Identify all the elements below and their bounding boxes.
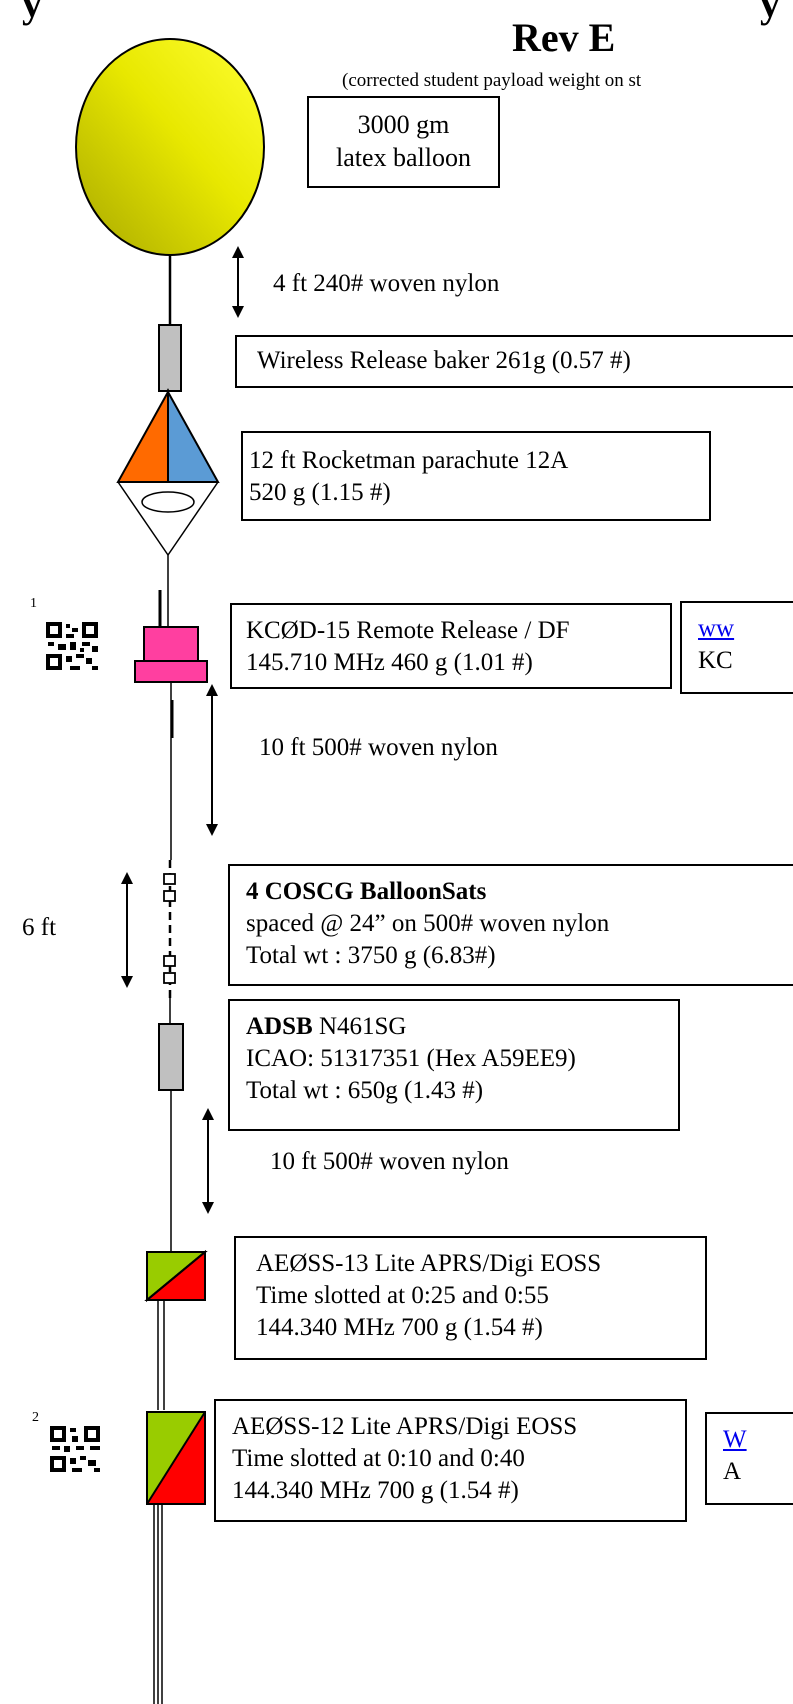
balloonsats-shape xyxy=(163,860,176,998)
balloonsats-line2: spaced @ 24” on 500# woven nylon xyxy=(246,910,610,937)
tether-arrow-3 xyxy=(202,1108,214,1214)
balloon-label-line1: 3000 gm xyxy=(357,110,450,139)
aeoss12-side-text: A xyxy=(723,1458,742,1485)
tether-label-2: 10 ft 500# woven nylon xyxy=(259,734,498,761)
parachute-shape xyxy=(116,388,220,556)
title-fragment-right: y xyxy=(760,0,780,26)
balloon-label-box: 3000 gm latex balloon xyxy=(307,96,500,188)
adsb-box: ADSB N461SG ICAO: 51317351 (Hex A59EE9) … xyxy=(228,999,680,1131)
balloonsats-line3: Total wt : 3750 g (6.83#) xyxy=(246,942,496,969)
aeoss12-shape xyxy=(146,1411,206,1505)
wireless-release-shape xyxy=(158,324,182,392)
wireless-release-box: Wireless Release baker 261g (0.57 #) xyxy=(235,335,793,388)
six-ft-label: 6 ft xyxy=(22,914,57,941)
aeoss12-line1: AEØSS-12 Lite APRS/Digi EOSS xyxy=(232,1413,578,1440)
tether-label-1: 4 ft 240# woven nylon xyxy=(273,270,500,297)
remote-release-box: KCØD-15 Remote Release / DF 145.710 MHz … xyxy=(230,603,672,689)
aeoss13-line3: 144.340 MHz 700 g (1.54 #) xyxy=(256,1314,543,1341)
aeoss13-shape xyxy=(144,1249,208,1303)
remote-release-link[interactable]: ww xyxy=(698,615,735,642)
aeoss13-box: AEØSS-13 Lite APRS/Digi EOSS Time slotte… xyxy=(234,1236,707,1360)
aeoss12-line2: Time slotted at 0:10 and 0:40 xyxy=(232,1445,525,1472)
revision-note: (corrected student payload weight on st xyxy=(342,70,642,91)
balloon-shape xyxy=(75,38,265,256)
aeoss12-side-box: W A xyxy=(705,1412,793,1505)
tether-label-3: 10 ft 500# woven nylon xyxy=(270,1148,509,1175)
remote-release-line1: KCØD-15 Remote Release / DF xyxy=(246,617,570,644)
revision-label: Rev E xyxy=(512,15,616,60)
adsb-line3: Total wt : 650g (1.43 #) xyxy=(246,1077,484,1104)
parachute-line1: 12 ft Rocketman parachute 12A xyxy=(249,447,569,474)
aeoss12-box: AEØSS-12 Lite APRS/Digi EOSS Time slotte… xyxy=(214,1399,687,1522)
remote-release-side-text: KC xyxy=(698,647,733,674)
parachute-box: 12 ft Rocketman parachute 12A 520 g (1.1… xyxy=(241,431,711,521)
balloon-label-line2: latex balloon xyxy=(335,143,471,172)
adsb-line2: ICAO: 51317351 (Hex A59EE9) xyxy=(246,1045,576,1072)
six-ft-arrow xyxy=(121,872,133,988)
remote-release-line2: 145.710 MHz 460 g (1.01 #) xyxy=(246,649,533,676)
aeoss13-line1: AEØSS-13 Lite APRS/Digi EOSS xyxy=(256,1250,602,1277)
remote-release-side-box: ww KC xyxy=(680,601,793,694)
adsb-title: ADSB xyxy=(246,1013,313,1040)
tether-arrow-1 xyxy=(232,246,244,318)
balloonsats-box: 4 COSCG BalloonSats spaced @ 24” on 500#… xyxy=(228,864,793,986)
adsb-shape xyxy=(158,1023,184,1091)
qr-index-1: 1 xyxy=(30,596,37,611)
qr-code-1 xyxy=(46,622,100,672)
remote-release-shape xyxy=(134,590,208,683)
aeoss12-link[interactable]: W xyxy=(723,1426,747,1453)
aeoss12-line3: 144.340 MHz 700 g (1.54 #) xyxy=(232,1477,519,1504)
qr-code-2 xyxy=(50,1426,102,1474)
qr-index-2: 2 xyxy=(32,1410,39,1425)
wireless-release-label: Wireless Release baker 261g (0.57 #) xyxy=(257,347,631,374)
adsb-registration: N461SG xyxy=(312,1013,407,1040)
title-fragment-left: y xyxy=(22,0,42,26)
parachute-line2: 520 g (1.15 #) xyxy=(249,479,391,506)
tether-arrow-2 xyxy=(206,684,218,836)
aeoss13-line2: Time slotted at 0:25 and 0:55 xyxy=(256,1282,549,1309)
balloonsats-title: 4 COSCG BalloonSats xyxy=(246,878,487,905)
